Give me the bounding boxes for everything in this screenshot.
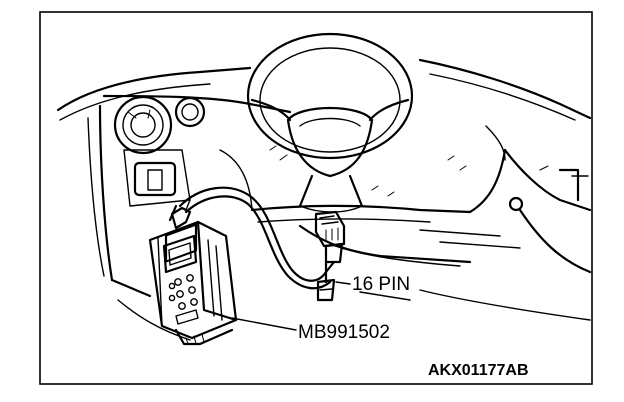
label-16-pin: 16 PIN	[352, 274, 410, 295]
air-vent-small	[174, 96, 206, 128]
label-tool-number: MB991502	[298, 322, 390, 343]
tester-cable	[178, 186, 336, 290]
cable-plug	[316, 242, 344, 302]
figure-frame	[39, 11, 593, 385]
air-vent	[113, 95, 173, 155]
dashboard	[56, 58, 592, 341]
handheld-tester	[148, 199, 238, 346]
steering-wheel	[246, 32, 414, 213]
diagnostic-connector	[314, 210, 346, 248]
figure-code: AKX01177AB	[428, 362, 529, 379]
leader-lines	[231, 281, 351, 331]
